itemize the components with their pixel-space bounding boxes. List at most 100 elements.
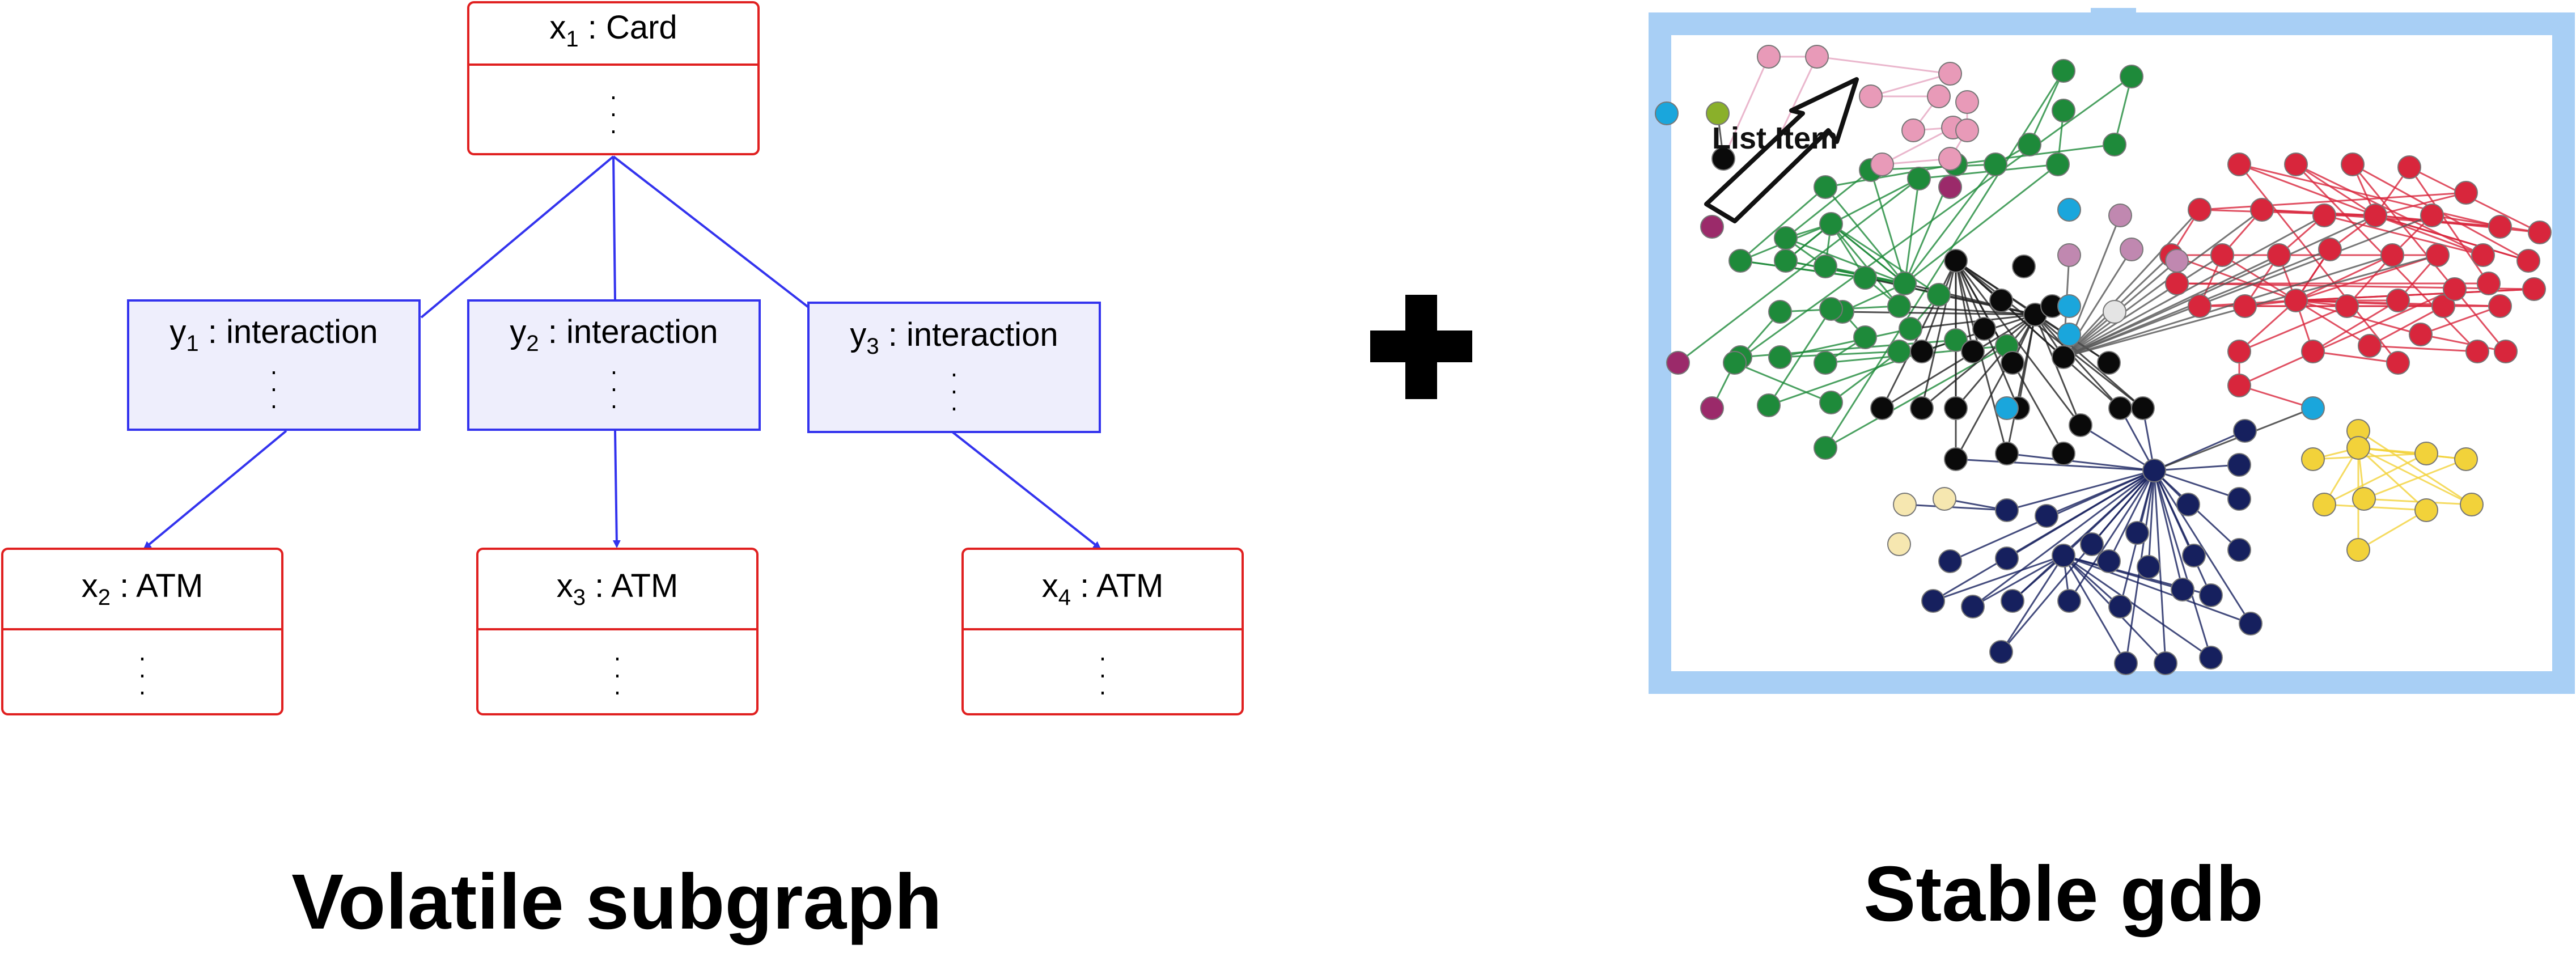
network-edge bbox=[1955, 458, 2155, 472]
network-node bbox=[1927, 283, 1951, 307]
network-edge bbox=[1825, 163, 1956, 188]
network-node bbox=[1995, 442, 2019, 465]
network-node bbox=[2125, 521, 2149, 545]
network-edge bbox=[1904, 164, 1997, 284]
svg-text:.: . bbox=[270, 388, 278, 414]
network-node bbox=[1938, 147, 1962, 171]
network-node bbox=[1819, 391, 1843, 414]
network-node bbox=[1819, 297, 1843, 321]
svg-text:.: . bbox=[139, 657, 146, 683]
diagram-edges bbox=[143, 155, 1101, 549]
interaction-box-1-label: y1 : interaction bbox=[170, 313, 378, 356]
network-node bbox=[2227, 538, 2251, 562]
network-edge bbox=[1831, 223, 1905, 285]
network-node bbox=[2477, 272, 2501, 295]
network-node bbox=[2046, 152, 2070, 176]
network-edge bbox=[1972, 554, 2064, 608]
network-edge bbox=[2295, 163, 2376, 217]
svg-text:.: . bbox=[611, 354, 618, 380]
network-node bbox=[2409, 323, 2433, 346]
network-edge bbox=[2062, 209, 2201, 358]
network-nodes bbox=[1655, 45, 2552, 675]
network-node bbox=[2363, 204, 2387, 227]
label-colon: : bbox=[579, 9, 606, 46]
network-node bbox=[2227, 340, 2251, 363]
svg-text:.: . bbox=[611, 371, 618, 397]
network-node bbox=[2080, 532, 2104, 556]
network-node bbox=[1768, 300, 1792, 324]
network-node bbox=[2358, 334, 2382, 358]
network-node bbox=[2397, 155, 2421, 179]
network-node bbox=[2171, 578, 2194, 601]
svg-text:.: . bbox=[270, 354, 278, 380]
network-edge bbox=[2324, 452, 2427, 506]
network-edge bbox=[1933, 469, 2155, 602]
network-edge bbox=[1831, 350, 1900, 404]
svg-text:.: . bbox=[1099, 640, 1107, 666]
network-node bbox=[2301, 340, 2325, 363]
network-edge bbox=[2375, 192, 2467, 217]
network-node bbox=[2528, 221, 2552, 244]
svg-text:.: . bbox=[611, 388, 618, 414]
network-edge bbox=[1740, 186, 1826, 262]
network-edge bbox=[2063, 214, 2325, 358]
network-edge bbox=[2295, 299, 2370, 347]
class-box-leaf-3: x4 : ATM . . . bbox=[961, 548, 1244, 715]
network-edge bbox=[1816, 56, 1951, 75]
edge-root-y2 bbox=[612, 156, 616, 301]
network-node bbox=[2239, 612, 2263, 635]
network-node bbox=[2097, 549, 2121, 573]
class-box-leaf-1-frame bbox=[1, 548, 283, 715]
network-edge bbox=[2000, 555, 2065, 653]
network-edge bbox=[2239, 163, 2376, 217]
network-node bbox=[2018, 133, 2041, 156]
network-edge bbox=[2312, 452, 2427, 460]
network-edge bbox=[2369, 305, 2444, 347]
network-edge bbox=[1831, 177, 1920, 225]
interaction-box-1: y1 : interaction . . . bbox=[127, 299, 421, 431]
network-node bbox=[1933, 487, 1956, 511]
network-node bbox=[2312, 493, 2336, 516]
edge-y2-x3 bbox=[612, 430, 621, 548]
network-node bbox=[2335, 294, 2359, 318]
network-node bbox=[2108, 204, 2132, 227]
network-node bbox=[2414, 442, 2438, 465]
caption-volatile-subgraph: Volatile subgraph bbox=[291, 858, 942, 946]
graph-frame-top-tab bbox=[2091, 8, 2136, 20]
network-node bbox=[2312, 204, 2336, 227]
network-node bbox=[1989, 289, 2013, 312]
network-node bbox=[1989, 640, 2013, 664]
network-node bbox=[1853, 266, 1877, 290]
network-node bbox=[2137, 555, 2160, 579]
network-node bbox=[2188, 198, 2211, 222]
network-node bbox=[1728, 249, 1752, 273]
network-edge bbox=[2420, 333, 2506, 353]
class-box-root-label: x1 : Card bbox=[549, 9, 677, 52]
class-box-leaf-1: x2 : ATM . . . bbox=[1, 548, 283, 715]
interaction-box-3: y3 : interaction . . . bbox=[807, 302, 1101, 433]
network-edge bbox=[2239, 163, 2501, 228]
interaction-box-2-label: y2 : interaction bbox=[510, 313, 718, 356]
network-node bbox=[1723, 351, 1747, 375]
network-node bbox=[2227, 453, 2251, 477]
network-edge bbox=[1677, 177, 1920, 364]
network-edge bbox=[2420, 305, 2501, 336]
network-edge bbox=[1904, 503, 2007, 511]
network-node bbox=[1768, 345, 1792, 369]
network-edge bbox=[1899, 305, 2036, 316]
network-node bbox=[2199, 646, 2223, 670]
network-node bbox=[1972, 317, 1996, 341]
network-node bbox=[1814, 436, 1837, 460]
network-node bbox=[2341, 152, 2365, 176]
edge-y3-x4 bbox=[951, 431, 1101, 549]
network-node bbox=[2352, 487, 2376, 511]
interaction-box-3-frame bbox=[807, 302, 1101, 433]
network-node bbox=[2227, 374, 2251, 397]
caption-stable-gdb: Stable gdb bbox=[1863, 850, 2263, 938]
network-node bbox=[1910, 396, 1934, 420]
network-node bbox=[1955, 90, 1979, 114]
network-node bbox=[1907, 167, 1931, 190]
svg-text:.: . bbox=[139, 674, 146, 700]
network-node bbox=[2454, 447, 2478, 471]
network-node bbox=[2114, 651, 2138, 675]
